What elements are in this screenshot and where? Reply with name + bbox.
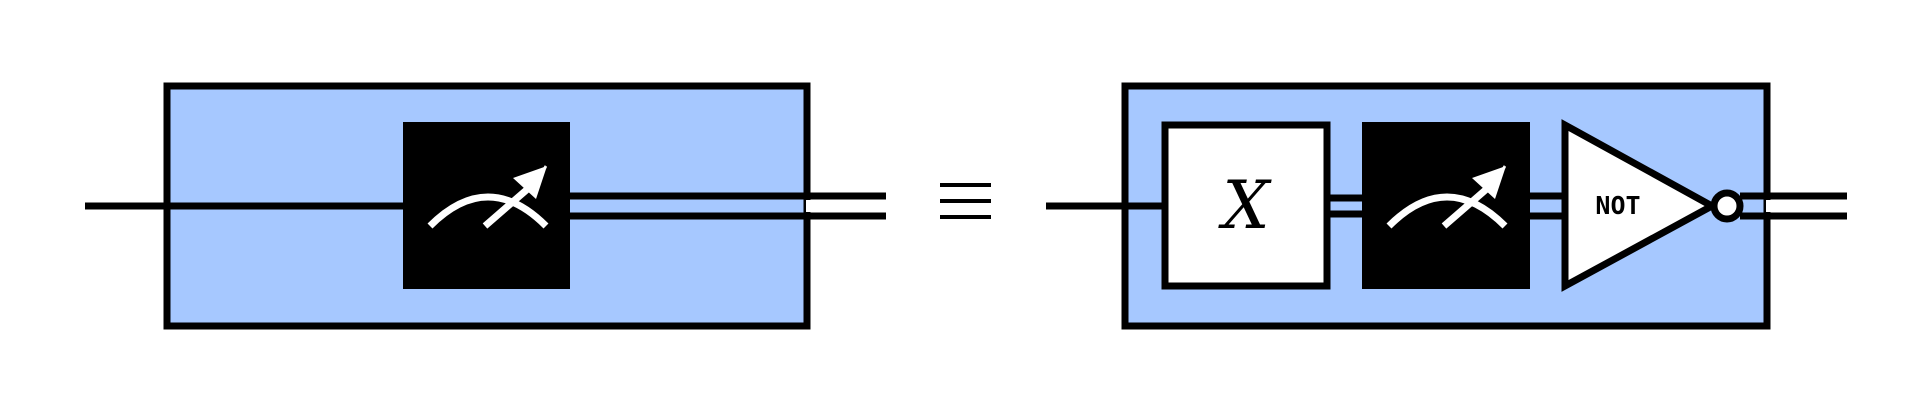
right-not-gate: NOT (1561, 119, 1744, 292)
not-bubble (1710, 189, 1744, 223)
left-measurement-gate (403, 122, 570, 289)
equivalence-symbol (940, 183, 991, 219)
not-gate-label: NOT (1595, 191, 1640, 220)
x-gate-label: X (1218, 167, 1273, 244)
right-circuit: X NOT (1046, 82, 1847, 330)
right-measurement-gate (1362, 122, 1530, 289)
left-circuit (85, 82, 886, 330)
right-x-gate: X (1161, 121, 1331, 290)
